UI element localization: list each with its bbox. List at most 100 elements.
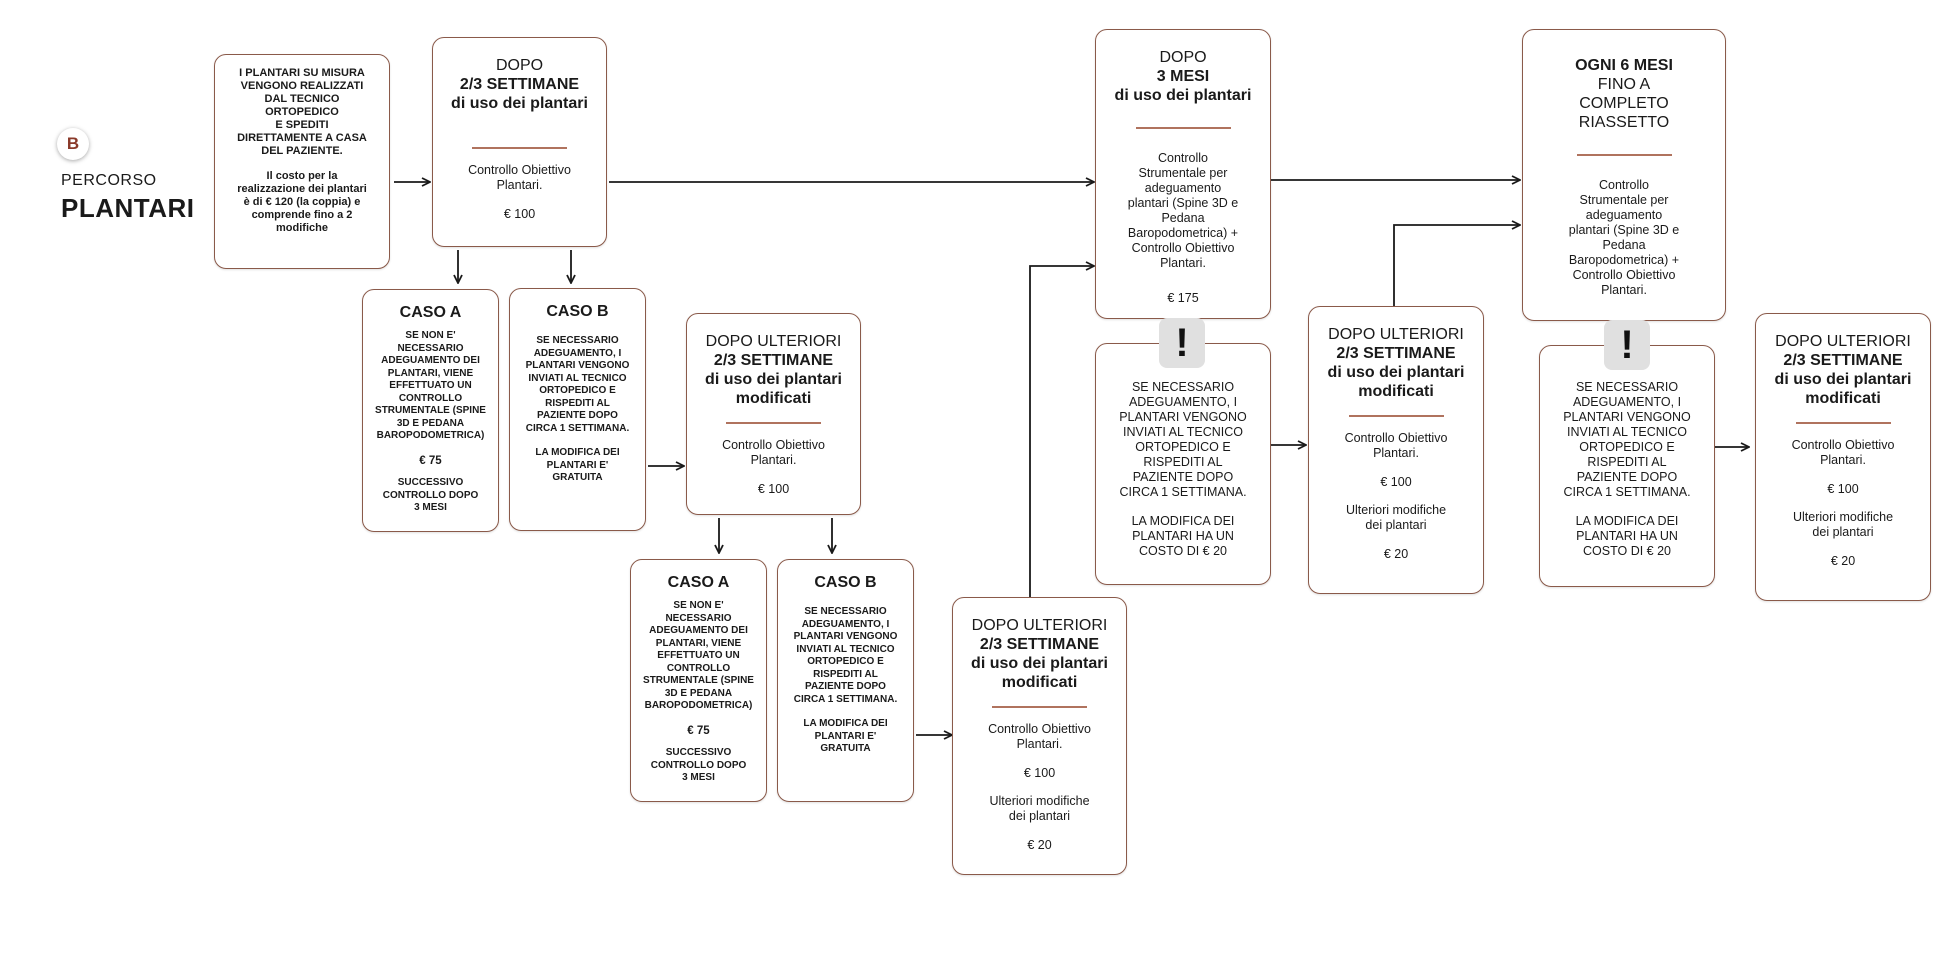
box-body: adeguamento <box>1144 180 1222 195</box>
notice-foot: PLANTARI HA UN <box>1576 529 1678 543</box>
caso-foot: GRATUITA <box>820 743 871 754</box>
caso-line: 3D E PEDANA <box>664 687 733 699</box>
box-heading: DOPO ULTERIORI <box>971 617 1108 634</box>
notice-foot: LA MODIFICA DEI <box>1131 514 1235 528</box>
box-body: Plantari. <box>1820 452 1866 467</box>
box-heading-bold: di uso dei plantari <box>971 655 1108 672</box>
ogni-6-mesi-box: OGNI 6 MESI FINO A COMPLETO RIASSETTO Co… <box>1522 29 1726 332</box>
box-body: Baropodometrica) + <box>1568 252 1680 267</box>
notice-line: SE NECESSARIO <box>1131 380 1235 394</box>
dopo-ulteriori-box-2: DOPO ULTERIORI 2/3 SETTIMANE di uso dei … <box>952 597 1127 875</box>
notice-line: INVIATI AL TECNICO <box>1123 425 1243 439</box>
caso-line: PLANTARI VENGONO <box>793 631 898 642</box>
box-body: Controllo Obiettivo <box>1572 267 1676 282</box>
box-price: € 100 <box>1023 765 1056 780</box>
box-price: € 175 <box>1167 290 1199 305</box>
box-body: Pedana <box>1602 237 1646 252</box>
box-extra-price: € 20 <box>1027 837 1052 852</box>
box-extra: dei plantari <box>1812 524 1874 539</box>
box-heading: FINO A <box>1597 76 1651 93</box>
box-body: Controllo Obiettivo <box>468 162 571 177</box>
box-heading: COMPLETO RIASSETTO <box>1578 95 1670 131</box>
box-extra: Ulteriori modifiche <box>1345 502 1447 517</box>
box-body: plantari (Spine 3D e <box>1127 195 1239 210</box>
caso-line: RISPEDITI AL <box>813 668 878 680</box>
caso-line: BAROPODOMETRICA) <box>376 430 485 441</box>
box-body: Plantari. <box>750 452 797 467</box>
caso-line: ADEGUAMENTO DEI <box>381 355 480 366</box>
caso-foot: 3 MESI <box>682 772 715 783</box>
box-body: Controllo <box>1598 177 1650 192</box>
caso-a-box-2: CASO A SE NON E' NECESSARIO ADEGUAMENTO … <box>630 559 767 802</box>
intro-line: DAL TECNICO <box>264 93 340 105</box>
caso-line: BAROPODOMETRICA) <box>644 700 753 711</box>
caso-line: NECESSARIO <box>397 342 464 354</box>
box-heading: DOPO <box>1159 49 1207 66</box>
box-body: Controllo <box>1157 150 1209 165</box>
box-price: € 100 <box>1827 481 1859 496</box>
box-extra: Ulteriori modifiche <box>989 793 1090 808</box>
notice-box-2: SE NECESSARIO ADEGUAMENTO, I PLANTARI VE… <box>1539 345 1715 587</box>
caso-foot: CONTROLLO DOPO <box>650 759 747 771</box>
caso-title: CASO A <box>399 304 462 321</box>
box-body: Plantari. <box>1016 736 1063 751</box>
exclamation-icon: ! <box>1604 320 1650 370</box>
caso-line: CIRCA 1 SETTIMANA. <box>793 693 898 705</box>
box-body: plantari (Spine 3D e <box>1568 222 1680 237</box>
caso-line: PLANTARI, VIENE <box>655 637 742 649</box>
dopo-ulteriori-box-4: DOPO ULTERIORI 2/3 SETTIMANE di uso dei … <box>1755 313 1931 601</box>
box-body: Strumentale per <box>1138 165 1228 180</box>
box-body: Plantari. <box>1373 445 1419 460</box>
caso-line: CONTROLLO <box>666 662 731 674</box>
caso-foot: SUCCESSIVO <box>665 747 732 758</box>
box-body: Baropodometrica) + <box>1127 225 1239 240</box>
notice-foot: COSTO DI € 20 <box>1583 544 1671 558</box>
caso-title: CASO B <box>546 303 609 320</box>
notice-line: SE NECESSARIO <box>1575 380 1679 394</box>
caso-line: PAZIENTE DOPO <box>537 410 618 421</box>
box-body: Controllo Obiettivo <box>1791 437 1895 452</box>
caso-a-box-1: CASO A SE NON E' NECESSARIO ADEGUAMENTO … <box>362 289 499 532</box>
caso-line: STRUMENTALE (SPINE <box>643 675 754 686</box>
caso-line: EFFETTUATO UN <box>389 380 472 391</box>
box-extra: dei plantari <box>1008 808 1071 823</box>
caso-line: INVIATI AL TECNICO <box>796 643 895 655</box>
caso-line: EFFETTUATO UN <box>657 650 740 661</box>
box-extra: dei plantari <box>1365 517 1427 532</box>
caso-line: 3D E PEDANA <box>396 417 465 429</box>
caso-foot: CONTROLLO DOPO <box>382 489 479 501</box>
intro-cost-line: è di € 120 (la coppia) e <box>243 196 361 208</box>
dopo-ulteriori-box-3: DOPO ULTERIORI 2/3 SETTIMANE di uso dei … <box>1308 306 1484 594</box>
caso-foot: LA MODIFICA DEI <box>803 718 888 729</box>
intro-cost-line: realizzazione dei plantari <box>237 183 367 195</box>
caso-line: ADEGUAMENTO, I <box>533 347 622 359</box>
box-heading-bold: di uso dei plantari <box>451 95 588 112</box>
caso-foot: GRATUITA <box>552 472 603 483</box>
notice-box-1: SE NECESSARIO ADEGUAMENTO, I PLANTARI VE… <box>1095 343 1271 585</box>
box-body: Plantari. <box>1160 255 1206 270</box>
caso-line: ORTOPEDICO E <box>539 385 616 396</box>
intro-cost-line: comprende fino a 2 <box>251 209 353 221</box>
box-heading-bold: 2/3 SETTIMANE <box>713 352 834 369</box>
exclamation-icon: ! <box>1159 318 1205 368</box>
box-price: € 100 <box>1380 474 1412 489</box>
box-heading-bold: modificati <box>1358 383 1434 400</box>
box-heading: DOPO ULTERIORI <box>1328 326 1464 343</box>
intro-line: VENGONO REALIZZATI <box>240 80 364 92</box>
caso-line: PLANTARI VENGONO <box>525 360 630 371</box>
caso-foot: PLANTARI E' <box>546 459 609 471</box>
notice-line: INVIATI AL TECNICO <box>1567 425 1687 439</box>
box-heading-bold: di uso dei plantari <box>705 371 842 388</box>
title-small: PERCORSO <box>61 172 157 189</box>
dopo-3-mesi-box: DOPO 3 MESI di uso dei plantari Controll… <box>1095 29 1271 319</box>
notice-line: ADEGUAMENTO, I <box>1572 395 1682 409</box>
caso-foot: PLANTARI E' <box>814 730 877 742</box>
intro-box: I PLANTARI SU MISURA VENGONO REALIZZATI … <box>214 54 390 269</box>
arrow-ulteriori3-to-ogni6mesi <box>1393 225 1520 306</box>
caso-foot: SUCCESSIVO <box>397 477 464 488</box>
box-extra-price: € 20 <box>1830 553 1856 568</box>
notice-line: PAZIENTE DOPO <box>1132 470 1234 484</box>
box-body: adeguamento <box>1585 207 1663 222</box>
box-body: Plantari. <box>496 177 543 192</box>
